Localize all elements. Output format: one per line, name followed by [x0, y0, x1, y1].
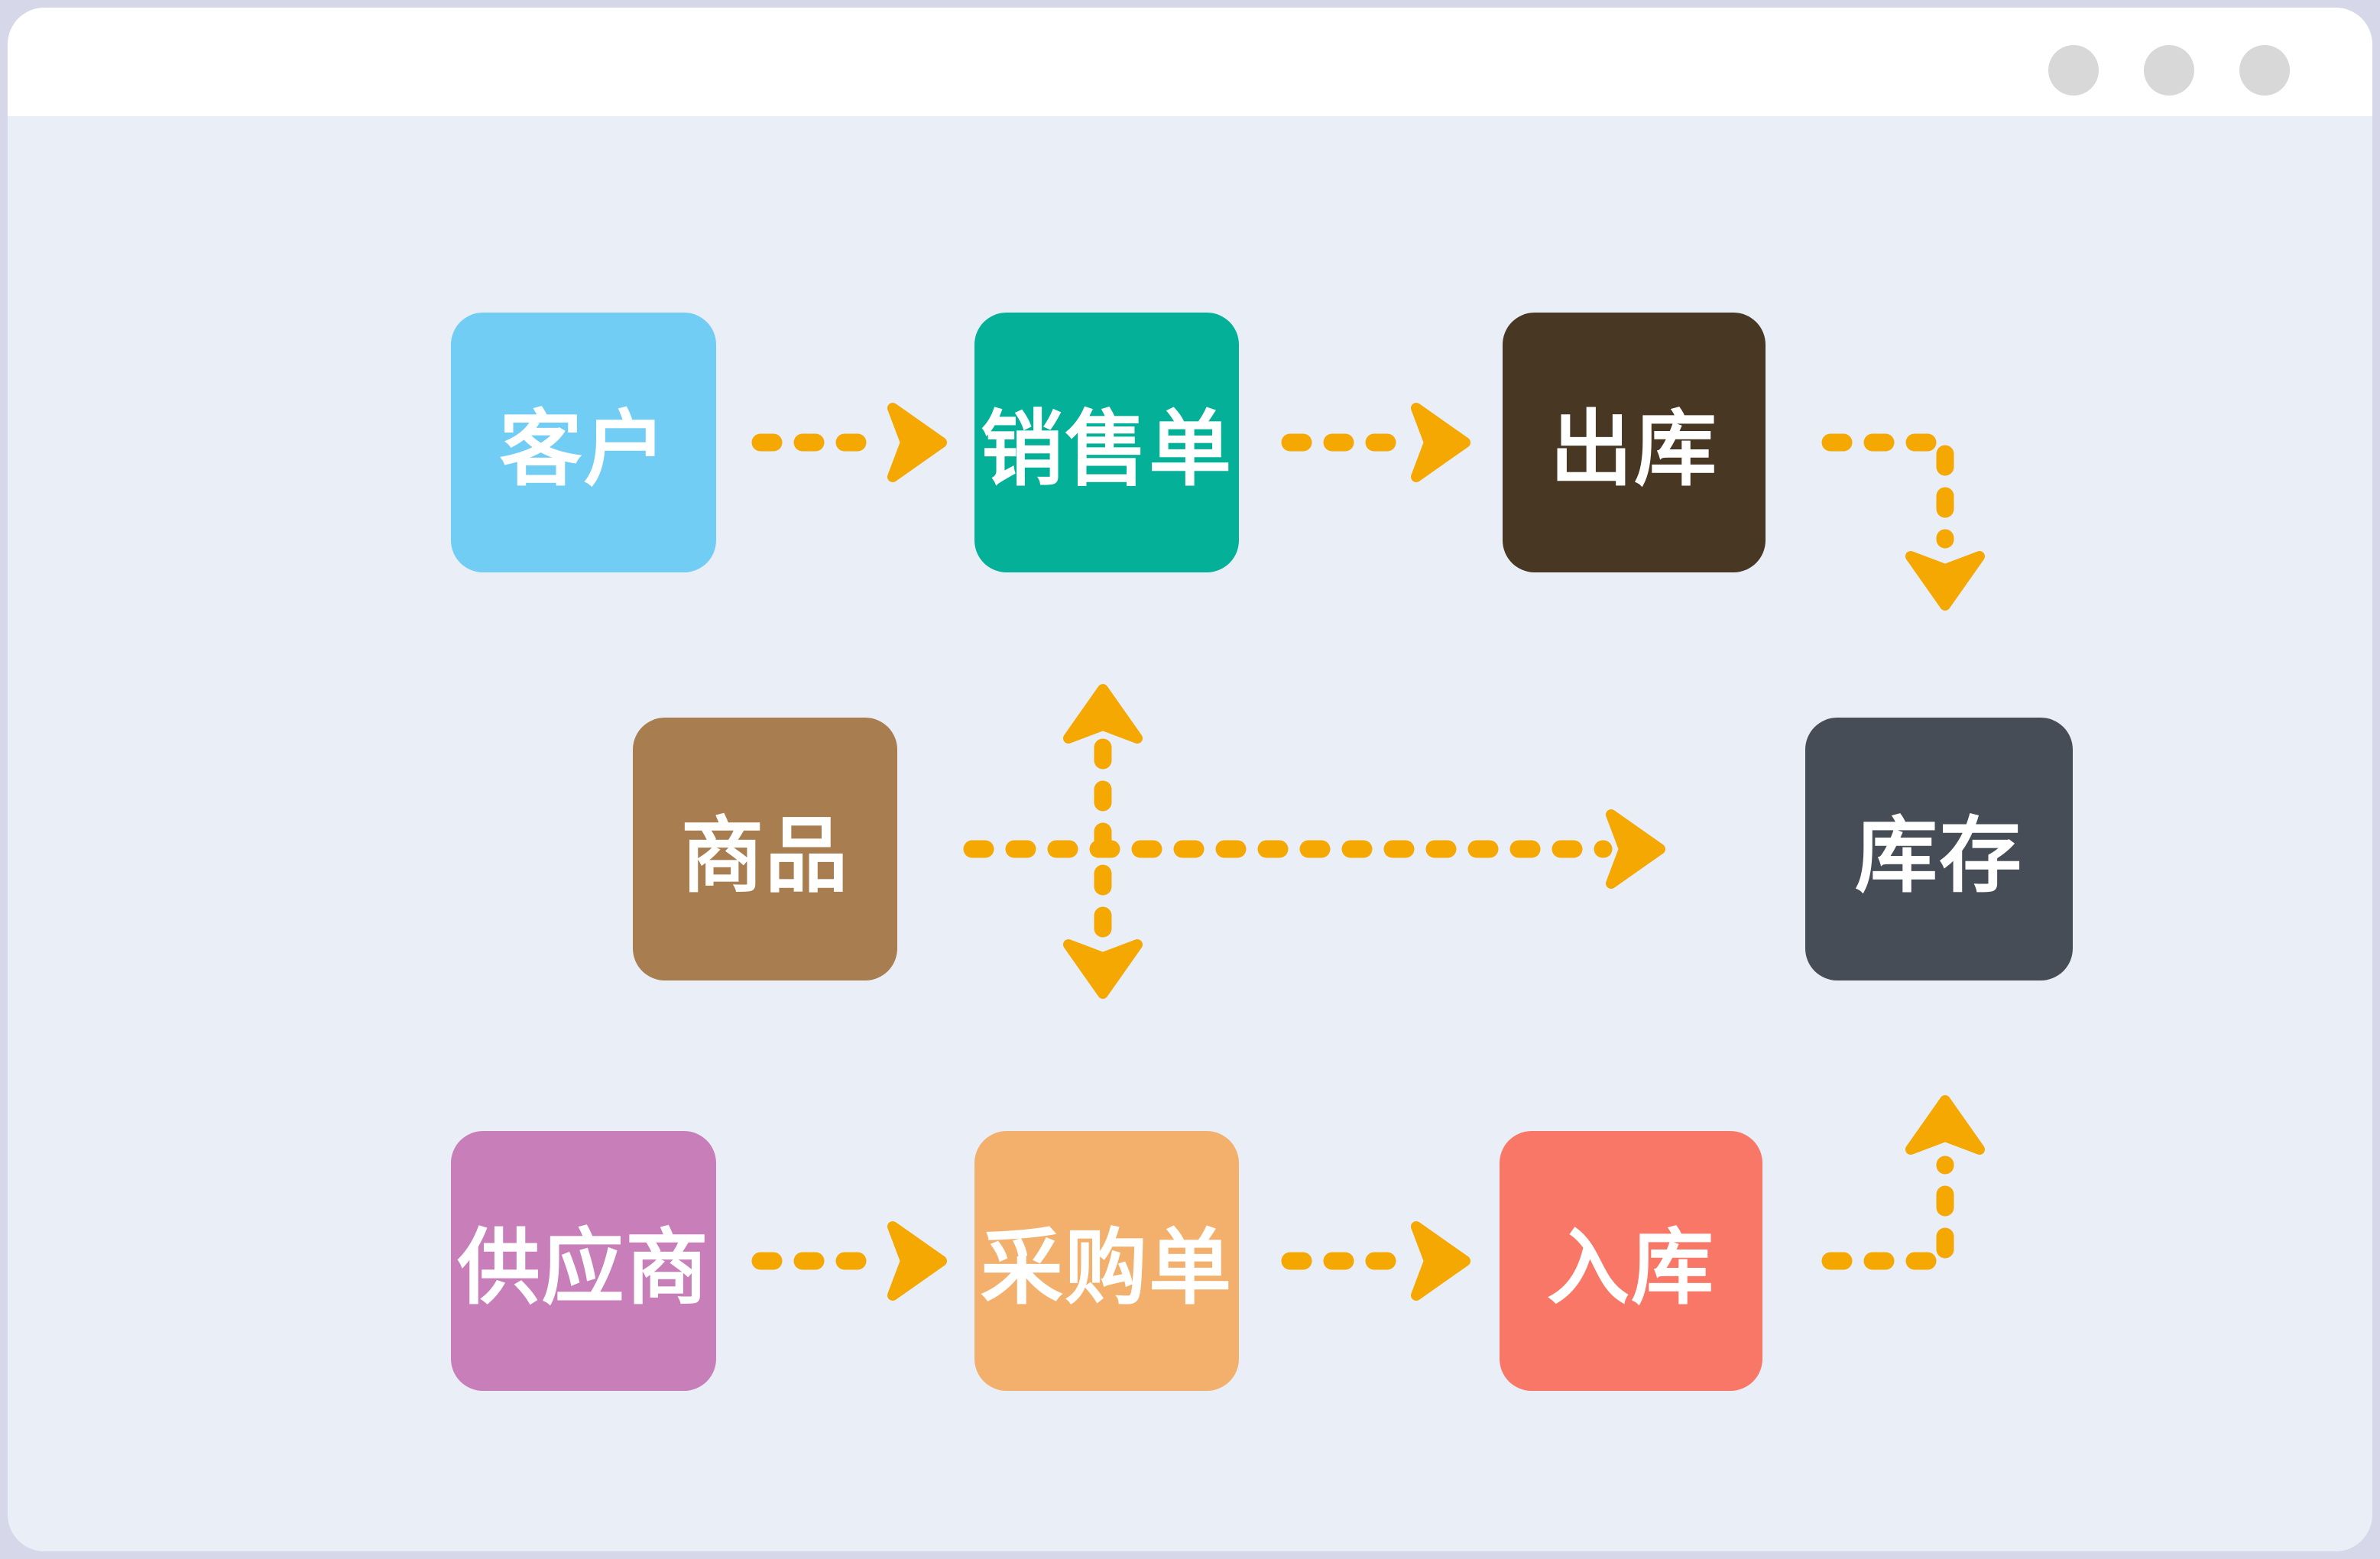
node-purchase-order: 采购单	[974, 1131, 1239, 1391]
edge-supplier-to-purchase-order	[751, 1221, 947, 1301]
arrow-up-icon	[1905, 1095, 1985, 1155]
arrow-right-icon	[1606, 809, 1665, 889]
window-control-dot[interactable]	[2144, 45, 2194, 96]
arrow-down-icon	[1905, 551, 1985, 611]
window-controls	[2048, 45, 2290, 96]
node-supplier: 供应商	[451, 1131, 716, 1391]
node-inbound: 入库	[1500, 1131, 1762, 1391]
edge-outbound-to-inventory	[1821, 433, 1985, 611]
arrow-right-icon	[1411, 403, 1470, 482]
edge-inbound-to-inventory	[1821, 1095, 1985, 1270]
edge-sales-order-to-outbound	[1281, 403, 1470, 482]
node-inventory: 库存	[1805, 718, 2073, 980]
node-sales-order: 销售单	[974, 313, 1239, 572]
edge-purchase-order-to-inbound	[1281, 1221, 1470, 1301]
node-outbound: 出库	[1503, 313, 1766, 572]
node-product: 商品	[633, 718, 897, 980]
window-control-dot[interactable]	[2048, 45, 2099, 96]
arrow-down-icon	[1063, 939, 1143, 999]
edge-customer-to-sales-order	[751, 403, 947, 482]
arrow-right-icon	[887, 1221, 947, 1301]
arrow-right-icon	[1411, 1221, 1470, 1301]
arrow-right-icon	[887, 403, 947, 482]
window-control-dot[interactable]	[2239, 45, 2290, 96]
node-customer: 客户	[451, 313, 716, 572]
window-titlebar	[8, 8, 2372, 116]
arrow-up-icon	[1063, 684, 1143, 744]
edge-product-to-inventory	[963, 809, 1665, 889]
